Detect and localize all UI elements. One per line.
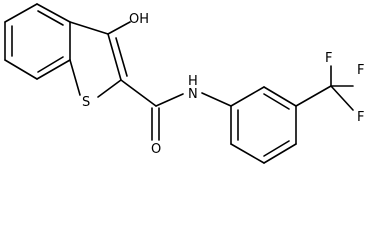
- amide-nitrogen-label: N: [188, 87, 198, 102]
- thiophene-ring: [69, 21, 128, 98]
- trifluoromethyl-bonds: [295, 65, 354, 111]
- n-aryl-bond: [201, 92, 232, 107]
- fluorine-top-label: F: [325, 51, 332, 66]
- hydroxyl-bond: [107, 21, 131, 35]
- fluorine-bottom-label: F: [357, 110, 364, 125]
- hydroxyl-label: OH: [129, 12, 149, 27]
- carbonyl-oxygen-label: O: [151, 142, 161, 157]
- amide-bonds: [120, 79, 184, 141]
- benzo-ring: [4, 3, 71, 80]
- amide-hydrogen-label: H: [188, 74, 198, 89]
- phenyl-ring: [230, 86, 297, 164]
- sulfur-label: S: [82, 95, 90, 110]
- structure-canvas: OH S O H N F F F: [4, 3, 365, 164]
- fluorine-right-label: F: [357, 63, 364, 78]
- molecule-diagram: OH S O H N F F F: [4, 3, 364, 164]
